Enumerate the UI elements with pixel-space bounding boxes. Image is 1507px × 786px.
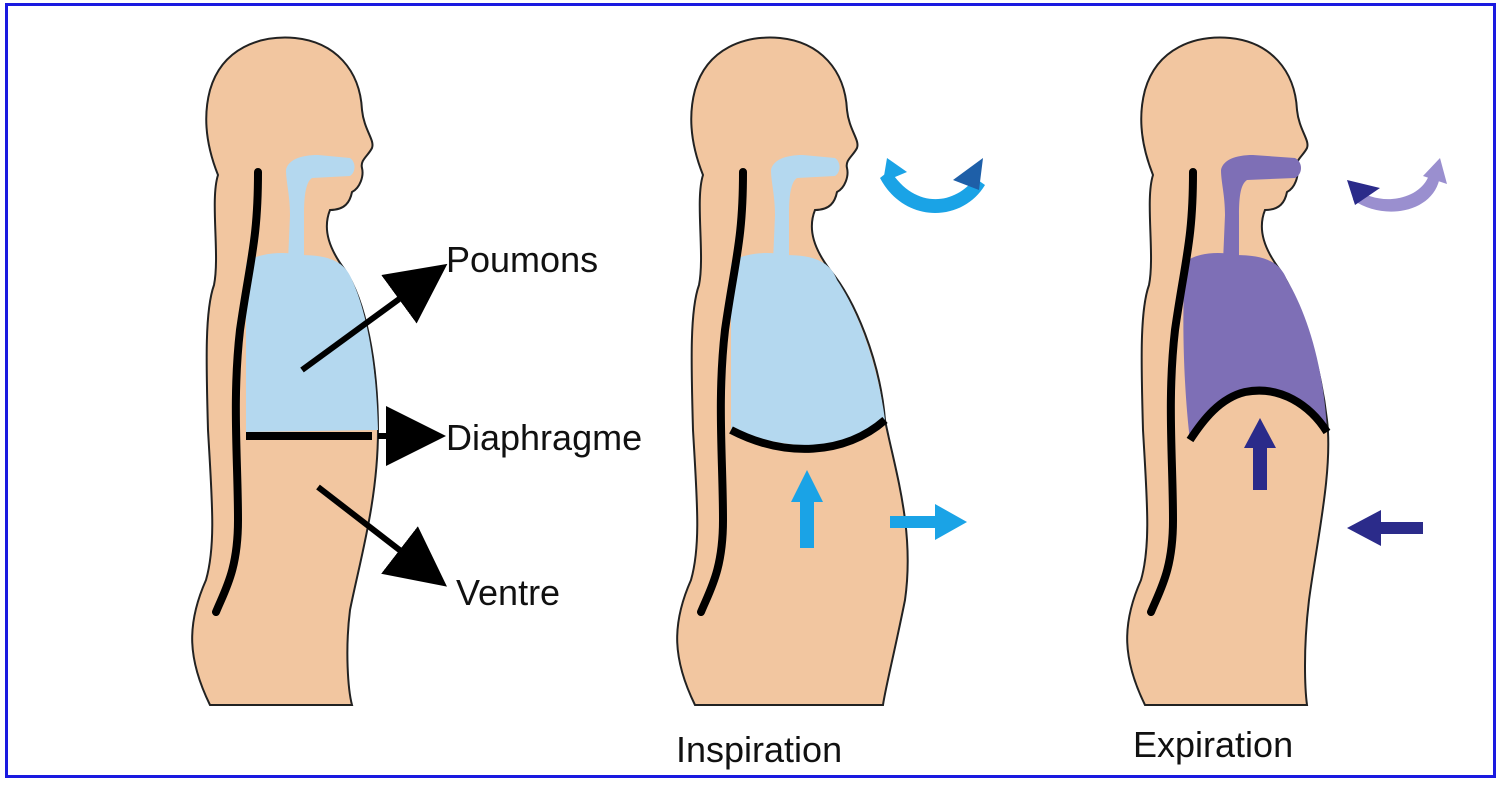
- curved-arrow-in-icon: [880, 158, 985, 213]
- label-lungs: Poumons: [446, 242, 598, 278]
- lungs: [246, 253, 378, 432]
- label-inspiration: Inspiration: [676, 732, 842, 768]
- figure-anatomy: [192, 38, 428, 705]
- figure-expiration: [1127, 38, 1447, 705]
- label-belly: Ventre: [456, 575, 560, 611]
- belly-in-arrow: [1347, 510, 1423, 546]
- figure-inspiration: [677, 38, 985, 705]
- label-diaphragm: Diaphragme: [446, 420, 642, 456]
- curved-arrow-out-icon: [1347, 158, 1447, 212]
- lungs: [731, 253, 885, 445]
- label-expiration: Expiration: [1133, 727, 1293, 763]
